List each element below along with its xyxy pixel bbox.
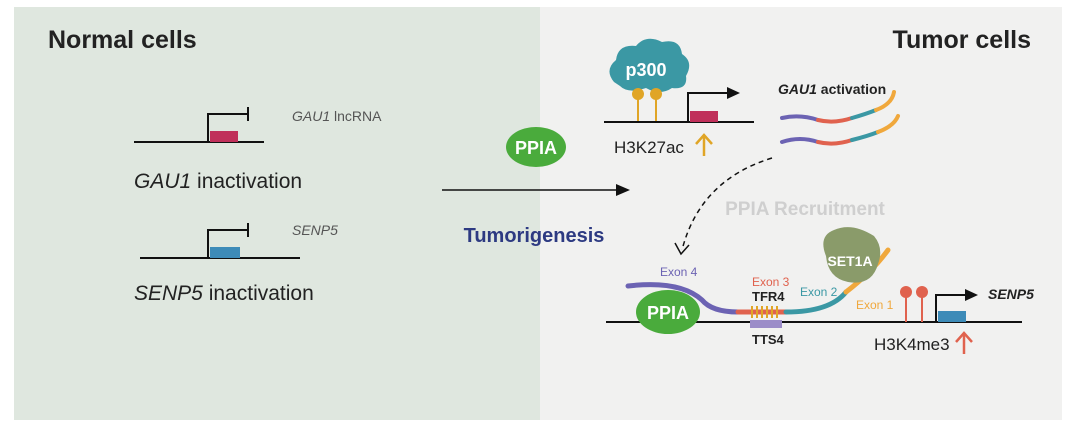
exon2-label: Exon 2 [800,285,838,299]
ppia-transition-label: PPIA [515,138,557,158]
gau1-promoter-arrowhead [727,87,740,99]
h3k27ac-up-arrow-icon [695,133,713,156]
senp5-normal-gene [140,223,300,259]
acetyl-lollipops [632,88,662,122]
tfr4-label: TFR4 [752,289,785,304]
h3k4me3-up-arrow-icon [955,331,973,354]
gau1-blocked-promoter [207,107,249,142]
set1a-blob [823,227,881,283]
senp5-active-promoter [935,294,966,322]
gau1-lncrna-label: GAU1 lncRNA [292,108,382,124]
senp5-blocked-promoter [207,223,249,258]
ppia-bound-label: PPIA [647,303,689,323]
p300-label: p300 [625,60,666,80]
senp5-gene-label: SENP5 [292,222,338,238]
gau1-inactivation-label: GAU1 inactivation [134,170,302,193]
tumorigenesis-label: Tumorigenesis [464,225,605,247]
exon3-label: Exon 3 [752,275,790,289]
senp5-promoter-arrowhead [965,289,978,301]
ppia-transition-ellipse [506,127,566,167]
ppia-recruitment-label: PPIA Recruitment [725,199,885,220]
h3k27ac-label: H3K27ac [614,138,684,157]
gau1-gene-box [210,131,238,142]
normal-cells-title: Normal cells [48,26,197,54]
normal-cells-panel [14,7,540,420]
gau1-active-promoter [687,92,728,122]
methyl-lollipops [900,286,928,322]
recruitment-arrowhead [674,242,690,256]
senp5-gene-box [210,247,240,258]
h3k4me3-label: H3K4me3 [874,335,950,354]
tfr4-triplex-hatch [751,306,778,318]
tumorigenesis-arrowhead [616,184,630,196]
gau1-activation-label: GAU1 activation [778,81,886,97]
recruitment-dashed-arrow [681,157,773,251]
senp5-tumor-gene-box [938,311,966,322]
p300-cloud [609,38,690,92]
tts4-label: TTS4 [752,332,785,347]
tts4-box [750,320,782,328]
set1a-label: SET1A [827,253,872,269]
gau1-rna-transcripts [780,90,900,146]
ppia-bound-ellipse [636,290,700,334]
senp5-inactivation-label: SENP5 inactivation [134,282,314,305]
gau1-normal-gene [134,107,264,143]
senp5-tumor-label: SENP5 [988,286,1034,302]
tumor-cells-title: Tumor cells [893,26,1031,54]
gau1-tumor-gene-box [690,111,718,122]
exon1-label: Exon 1 [856,298,894,312]
exon4-label: Exon 4 [660,265,698,279]
